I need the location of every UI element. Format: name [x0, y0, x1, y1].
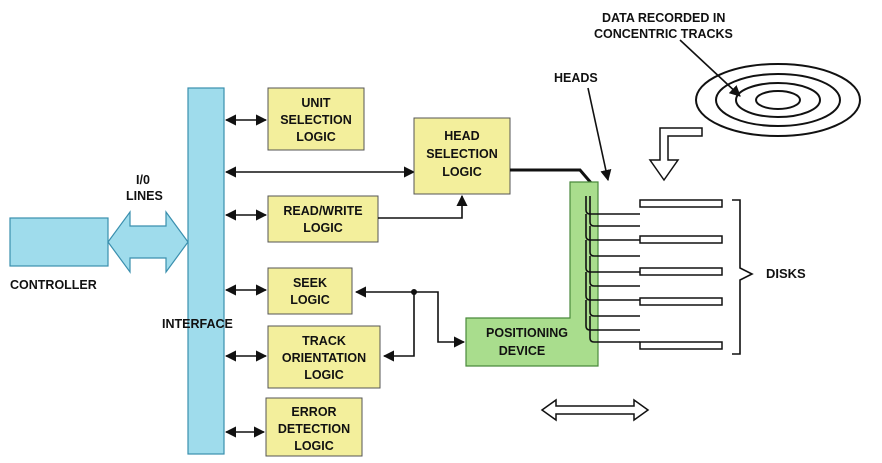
interface-links: [224, 114, 416, 438]
readwrite-to-head-wire: [378, 194, 468, 219]
head-logic-line-1: HEAD: [444, 129, 479, 143]
unit-logic-line-3: LOGIC: [296, 130, 336, 144]
tracks-label-2: CONCENTRIC TRACKS: [594, 27, 733, 41]
disks-label: DISKS: [766, 266, 806, 281]
tracks-label-1: DATA RECORDED IN: [602, 11, 725, 25]
seek-logic-line-1: SEEK: [293, 276, 327, 290]
head-selection-logic-block: HEAD SELECTION LOGIC: [413, 117, 511, 195]
error-logic-line-1: ERROR: [291, 405, 336, 419]
read-write-logic-block: READ/WRITE LOGIC: [267, 195, 379, 243]
controller-label: CONTROLLER: [10, 278, 97, 292]
interface-bus: [187, 87, 225, 455]
positioning-line-1: POSITIONING: [486, 326, 568, 340]
readwrite-logic-line-1: READ/WRITE: [283, 204, 362, 218]
unit-selection-logic-block: UNIT SELECTION LOGIC: [267, 87, 365, 151]
seek-logic-block: SEEK LOGIC: [267, 267, 353, 315]
concentric-tracks-icon: [679, 39, 861, 137]
error-logic-line-2: DETECTION: [278, 422, 350, 436]
head-selection-to-heads-wire: [510, 168, 594, 185]
positioning-line-2: DEVICE: [499, 344, 546, 358]
track-logic-line-1: TRACK: [302, 334, 346, 348]
heads-label: HEADS: [554, 71, 598, 85]
track-logic-line-2: ORIENTATION: [282, 351, 366, 365]
head-logic-line-2: SELECTION: [426, 147, 498, 161]
disks-bracket: [732, 199, 754, 355]
controller-block: [9, 217, 109, 267]
heads-pointer: [587, 87, 612, 182]
unit-logic-line-1: UNIT: [301, 96, 331, 110]
io-lines-label-1: I/0: [136, 173, 150, 187]
seek-positioning-links: [354, 286, 466, 362]
track-logic-line-3: LOGIC: [304, 368, 344, 382]
track-orientation-logic-block: TRACK ORIENTATION LOGIC: [267, 325, 381, 389]
unit-logic-line-2: SELECTION: [280, 113, 352, 127]
positioning-device: POSITIONING DEVICE: [465, 181, 599, 367]
head-logic-line-3: LOGIC: [442, 165, 482, 179]
flow-down-arrow: [648, 127, 703, 182]
io-lines-label-2: LINES: [126, 189, 163, 203]
head-arms: [585, 196, 640, 343]
error-detection-logic-block: ERROR DETECTION LOGIC: [265, 397, 363, 457]
seek-logic-line-2: LOGIC: [290, 293, 330, 307]
readwrite-logic-line-2: LOGIC: [303, 221, 343, 235]
error-logic-line-3: LOGIC: [294, 439, 334, 453]
io-lines-arrow: [107, 210, 189, 274]
horizontal-movement-arrow: [540, 398, 650, 422]
disk-platters: [639, 199, 723, 350]
interface-label: INTERFACE: [162, 317, 233, 331]
